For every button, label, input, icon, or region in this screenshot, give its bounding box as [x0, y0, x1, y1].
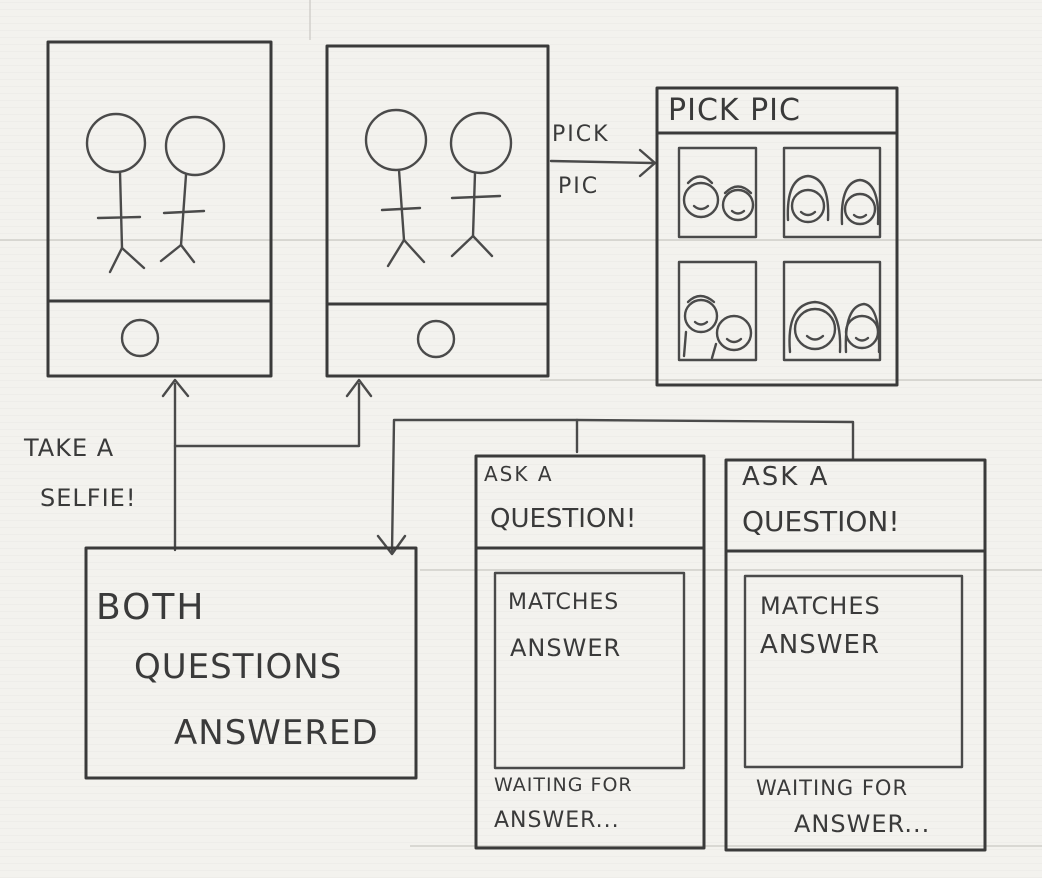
phone-frame	[325, 44, 550, 378]
phone-frame	[46, 40, 273, 378]
card-2-title-line-1: ASK A	[742, 462, 830, 492]
both-answered-line-3: ANSWERED	[174, 713, 379, 753]
take-selfie-label-1: TAKE A	[24, 434, 115, 462]
card-1-answer-line-2: ANSWER	[510, 634, 622, 662]
card-frame	[724, 458, 987, 852]
both-answered-frame	[84, 546, 418, 780]
card-1-title-line-1: ASK A	[484, 462, 554, 486]
card-2-answer-line-2: ANSWER	[760, 630, 880, 660]
card-1-status-line-2: ANSWER...	[494, 808, 620, 833]
both-answered-line-2: QUESTIONS	[134, 647, 343, 687]
pick-pic-arrow-label-1: PICK	[552, 122, 610, 147]
flow-connector-selfie	[161, 378, 373, 552]
photo-thumb-1[interactable]	[677, 146, 758, 239]
face-icon	[710, 314, 753, 360]
card-2-title-line-2: QUESTION!	[742, 505, 900, 538]
stick-figure-left	[364, 108, 428, 268]
face-icon	[682, 175, 720, 219]
card-2-answer-line-1: MATCHES	[760, 592, 881, 620]
shutter-button[interactable]	[120, 318, 160, 358]
phone-screen-2	[325, 44, 550, 378]
question-card-1	[474, 454, 706, 850]
card-frame	[474, 454, 706, 850]
card-2-status-line-2: ANSWER...	[794, 810, 931, 838]
pick-pic-arrow-label-2: PIC	[558, 174, 600, 199]
card-1-status-line-1: WAITING FOR	[494, 774, 633, 796]
stick-figure-right	[159, 115, 226, 264]
answer-box[interactable]	[743, 574, 964, 769]
stick-figure-left	[85, 112, 147, 274]
answer-box[interactable]	[493, 571, 686, 770]
face-icon	[788, 300, 842, 354]
face-icon	[721, 185, 755, 222]
both-answered-line-1: BOTH	[96, 587, 206, 628]
pick-pic-screen	[655, 86, 899, 387]
take-selfie-label-2: SELFIE!	[40, 484, 137, 512]
photo-thumb-3[interactable]	[677, 260, 758, 362]
photo-thumb-4[interactable]	[782, 260, 882, 362]
photo-thumb-2[interactable]	[782, 146, 882, 239]
face-icon	[682, 294, 719, 358]
shutter-button[interactable]	[416, 319, 456, 359]
face-icon	[786, 174, 830, 224]
pick-pic-frame	[655, 86, 899, 387]
pick-pic-title: PICK PIC	[668, 93, 801, 128]
stick-figure-right	[449, 111, 513, 258]
card-1-answer-line-1: MATCHES	[508, 590, 620, 615]
flow-connector-questions	[376, 418, 855, 556]
face-icon	[840, 178, 880, 226]
card-1-title-line-2: QUESTION!	[490, 504, 637, 534]
face-icon	[844, 302, 881, 354]
question-card-2	[724, 458, 987, 852]
pick-pic-arrow	[549, 148, 657, 178]
phone-screen-1	[46, 40, 273, 378]
card-2-status-line-1: WAITING FOR	[756, 776, 909, 800]
